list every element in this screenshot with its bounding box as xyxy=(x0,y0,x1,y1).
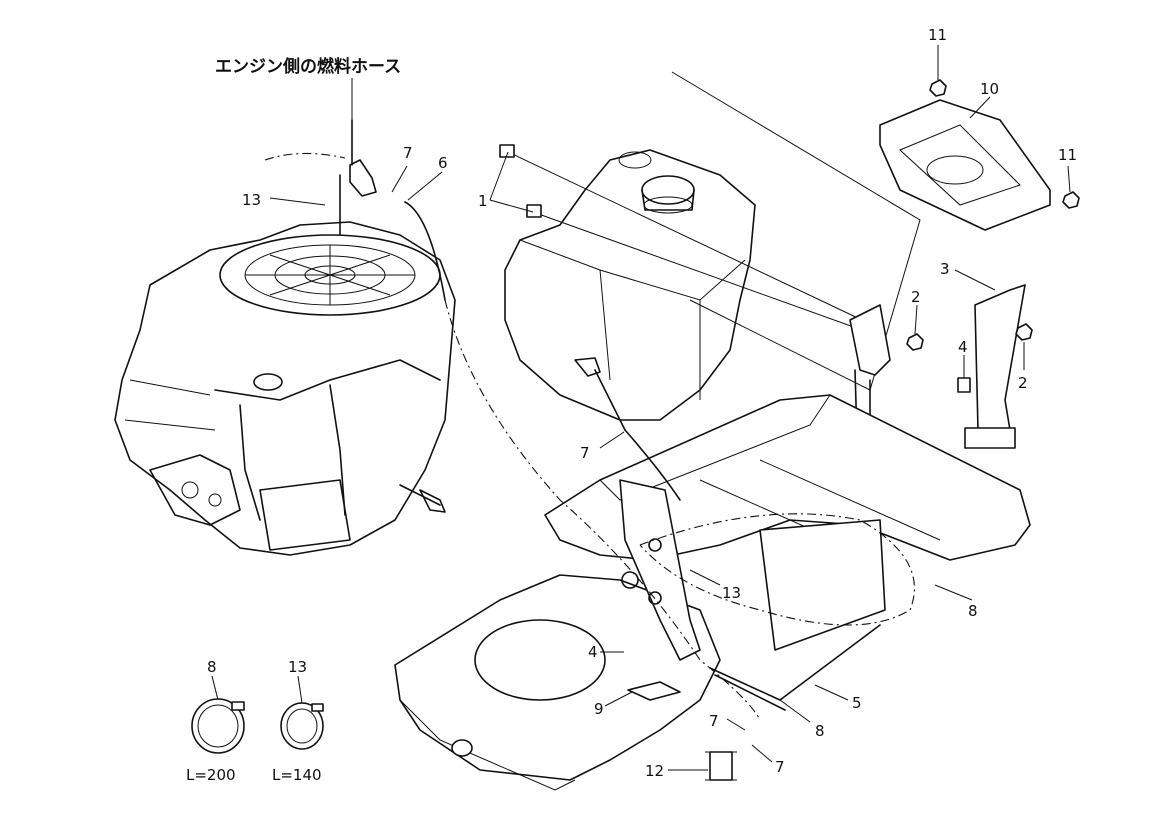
callout-7: 7 xyxy=(775,758,785,776)
frame xyxy=(394,394,1031,791)
callout-4: 4 xyxy=(588,643,598,661)
callout-11: 11 xyxy=(1058,146,1077,164)
callout-13: 13 xyxy=(242,191,261,209)
clamp-13-length: L=140 xyxy=(272,766,322,784)
callout-7: 7 xyxy=(709,712,719,730)
clamp-13 xyxy=(280,702,324,750)
clamp-8-length: L=200 xyxy=(186,766,236,784)
engine xyxy=(114,119,456,556)
callout-8: 8 xyxy=(815,722,825,740)
callout-11: 11 xyxy=(928,26,947,44)
clamp-8 xyxy=(191,698,245,754)
callout-8: 8 xyxy=(968,602,978,620)
callout-3: 3 xyxy=(940,260,950,278)
leader-lines xyxy=(211,45,1071,771)
callout-labels: 1 2 2 3 4 4 5 6 7 7 7 7 8 8 9 10 11 11 1… xyxy=(242,26,1077,780)
callout-5: 5 xyxy=(852,694,862,712)
callout-7: 7 xyxy=(403,144,413,162)
bolt-1 xyxy=(499,144,542,218)
callout-9: 9 xyxy=(594,700,604,718)
callout-1: 1 xyxy=(478,192,488,210)
callout-13: 13 xyxy=(722,584,741,602)
nut-2 xyxy=(906,323,1033,351)
nut-11 xyxy=(929,79,1080,209)
bracket-3 xyxy=(849,284,1026,481)
clamp-8-number: 8 xyxy=(207,658,217,676)
fuel-tank xyxy=(504,149,756,431)
callout-12: 12 xyxy=(645,762,664,780)
callout-2: 2 xyxy=(911,288,921,306)
callout-2: 2 xyxy=(1018,374,1028,392)
clamp-labels: 8 13 L=200 L=140 xyxy=(186,658,322,784)
title-label: エンジン側の燃料ホース xyxy=(215,56,401,77)
callout-10: 10 xyxy=(980,80,999,98)
callout-4: 4 xyxy=(958,338,968,356)
fuel-filter-12 xyxy=(705,751,737,781)
callout-6: 6 xyxy=(438,154,448,172)
callout-7: 7 xyxy=(580,444,590,462)
bracket-10 xyxy=(879,99,1051,231)
clamp-13-number: 13 xyxy=(288,658,307,676)
